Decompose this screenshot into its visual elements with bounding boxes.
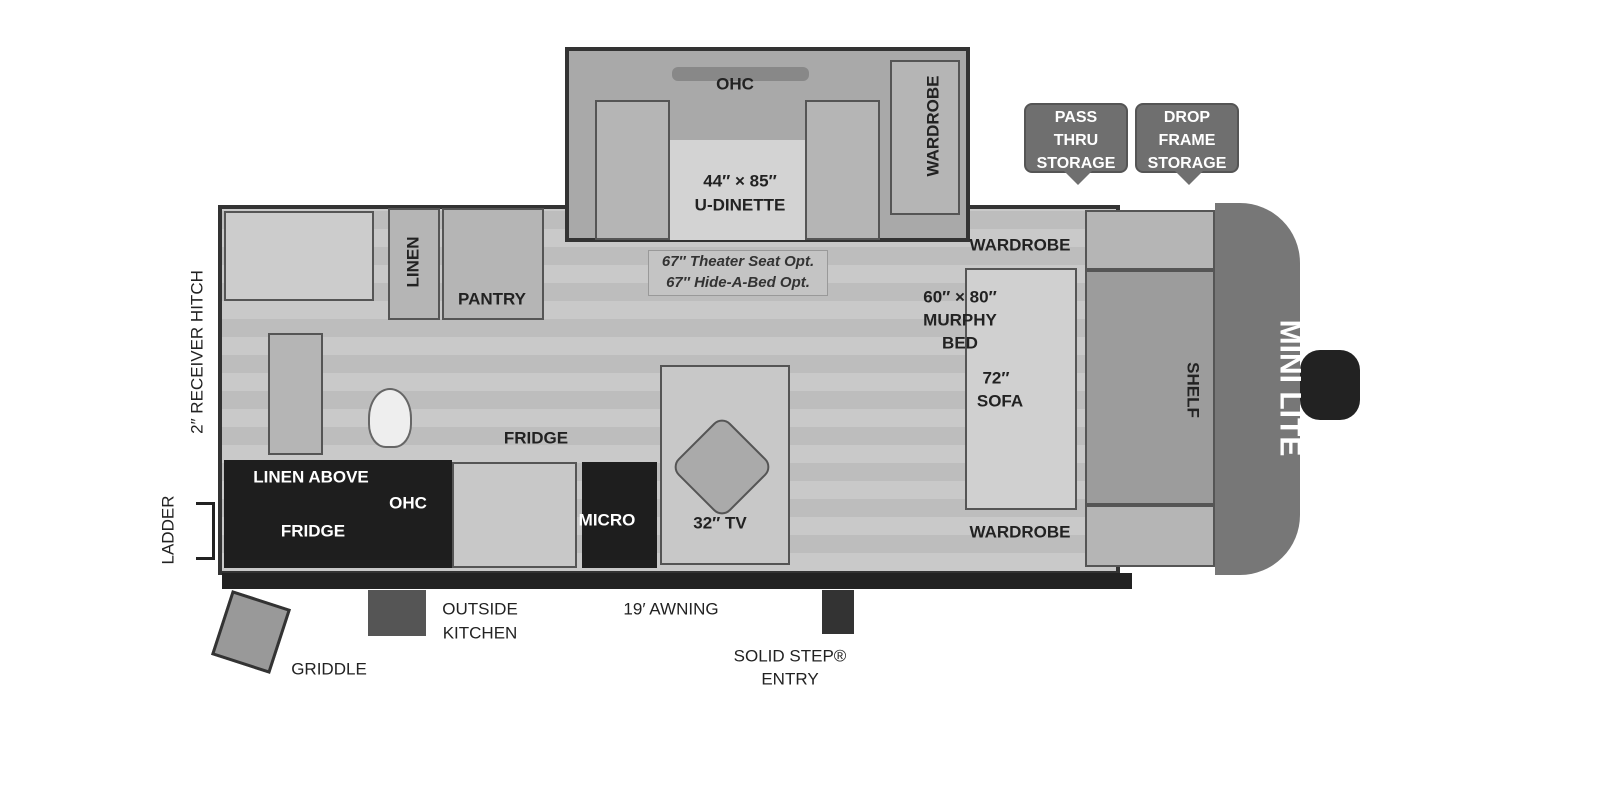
label-wardrobe-bottom: WARDROBE (969, 522, 1071, 542)
badge-line: PASS (1054, 109, 1098, 126)
option-theater-seat: 67″ Theater Seat Opt. (661, 253, 815, 270)
label-kitchen: KITCHEN (442, 623, 518, 643)
label-tv: 32″ TV (693, 513, 747, 533)
label-solid-step: SOLID STEP® (733, 646, 847, 666)
label-dinette-size: 44″ × 85″ (703, 171, 777, 191)
front-cap (1215, 203, 1300, 575)
sofa (965, 268, 1077, 510)
badge-line: STORAGE (1147, 155, 1227, 172)
bunk-area (224, 460, 452, 568)
label-linen: LINEN (403, 236, 423, 288)
toilet (368, 388, 412, 448)
griddle-unit (211, 590, 291, 674)
label-griddle: GRIDDLE (291, 659, 367, 679)
dinette-bench-right (805, 100, 880, 240)
label-outside: OUTSIDE (442, 599, 518, 619)
label-fridge-kitchen: FRIDGE (503, 428, 569, 448)
label-awning: 19′ AWNING (623, 599, 719, 619)
bath-vanity (268, 333, 323, 455)
label-bed: BED (942, 333, 978, 353)
label-murphy-size: 60″ × 80″ (923, 287, 997, 307)
stove (582, 462, 657, 568)
ohc-light (672, 67, 809, 81)
front-bed (1085, 270, 1215, 505)
linen-cabinet (388, 208, 440, 320)
ladder-icon (196, 502, 215, 560)
label-sofa: SOFA (976, 391, 1024, 411)
label-pantry: PANTRY (458, 289, 526, 309)
label-micro: MICRO (578, 510, 636, 530)
label-fridge-rear: FRIDGE (280, 521, 346, 541)
label-dinette: U-DINETTE (694, 195, 786, 215)
dinette-options: 67″ Theater Seat Opt. 67″ Hide-A-Bed Opt… (648, 250, 828, 296)
front-cabinet-top (1085, 210, 1215, 270)
badge-line: STORAGE (1036, 155, 1116, 172)
front-cabinet-bottom (1085, 505, 1215, 567)
label-ohc-rear: OHC (389, 493, 427, 513)
option-hide-a-bed: 67″ Hide-A-Bed Opt. (666, 274, 810, 291)
badge-line: DROP (1163, 109, 1211, 126)
outside-kitchen-unit (368, 590, 426, 636)
label-entry: ENTRY (761, 669, 819, 689)
slide-wardrobe (890, 60, 960, 215)
badge-line: FRAME (1158, 132, 1216, 149)
label-ladder: LADDER (158, 495, 178, 565)
label-sofa-size: 72″ (982, 368, 1010, 388)
pantry-cabinet (442, 208, 544, 320)
entry-step (822, 590, 854, 634)
label-receiver-hitch: 2″ RECEIVER HITCH (187, 270, 207, 434)
pass-thru-storage-badge: PASS THRU STORAGE (1024, 87, 1128, 185)
drop-frame-storage-badge: DROP FRAME STORAGE (1135, 87, 1239, 185)
label-wardrobe-slide: WARDROBE (923, 75, 943, 177)
dinette-bench-left (595, 100, 670, 240)
fridge-cabinet (452, 462, 577, 568)
dinette-table (670, 140, 805, 240)
hitch-jack (1300, 350, 1360, 420)
label-murphy: MURPHY (923, 310, 997, 330)
bottom-rail (222, 573, 1132, 589)
badge-line: THRU (1053, 132, 1099, 149)
bathroom-shower (224, 211, 374, 301)
label-wardrobe-top: WARDROBE (969, 235, 1071, 255)
label-shelf: SHELF (1183, 362, 1203, 418)
label-linen-above: LINEN ABOVE (253, 467, 369, 487)
label-ohc-slide: OHC (716, 74, 754, 94)
logo: MINI LITE (1273, 319, 1307, 457)
